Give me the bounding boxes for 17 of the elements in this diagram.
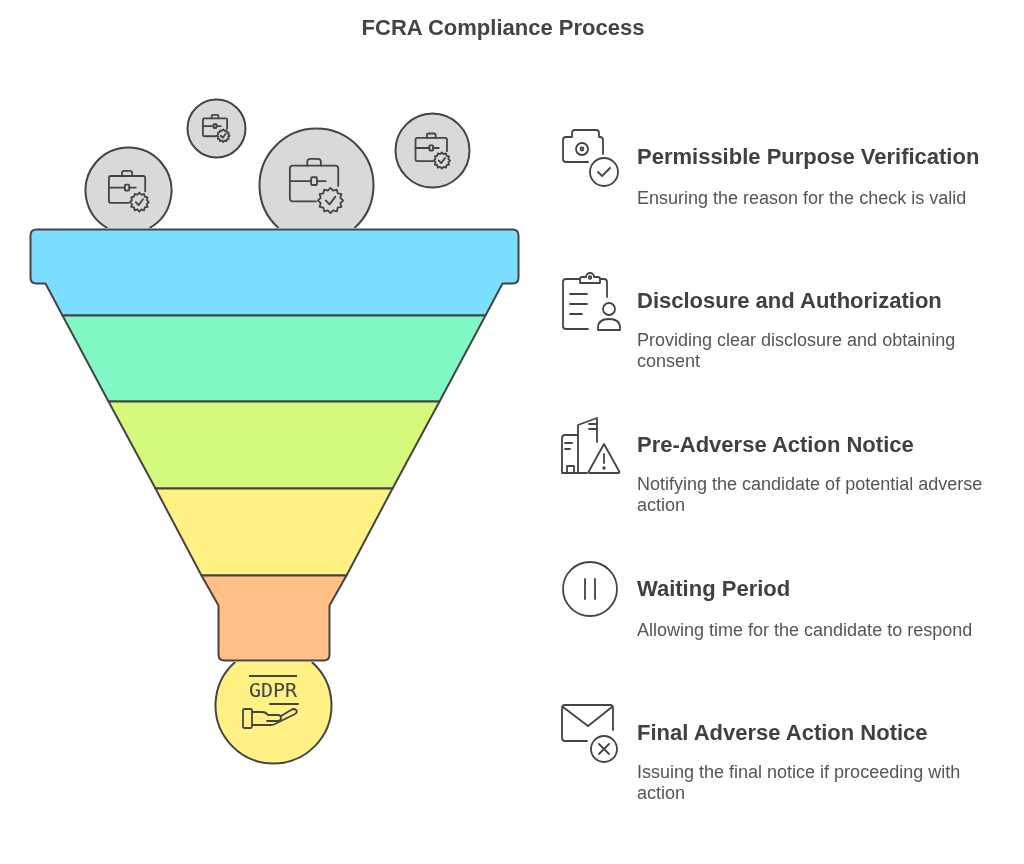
step-description: Allowing time for the candidate to respond (637, 620, 973, 641)
step-description: Providing clear disclosure and obtaining consent (637, 330, 957, 372)
step-description: Notifying the candidate of potential adverse action (637, 474, 984, 516)
step-heading: Disclosure and Authorization (637, 288, 942, 314)
funnel-band (60, 313, 487, 403)
step-heading: Final Adverse Action Notice (637, 720, 928, 746)
step-heading: Waiting Period (637, 576, 791, 602)
funnel-band (106, 399, 441, 490)
step-description: Issuing the final notice if proceeding with action (637, 762, 962, 804)
step-description: Ensuring the reason for the check is valid (637, 188, 967, 209)
funnel-band (153, 486, 394, 577)
circle-label: GDPR (248, 675, 298, 700)
step-heading: Permissible Purpose Verification (637, 144, 980, 170)
funnel-band (28, 227, 520, 317)
funnel-band (199, 573, 348, 662)
diagram-title: FCRA Compliance Process (361, 15, 645, 41)
step-heading: Pre-Adverse Action Notice (637, 432, 914, 458)
